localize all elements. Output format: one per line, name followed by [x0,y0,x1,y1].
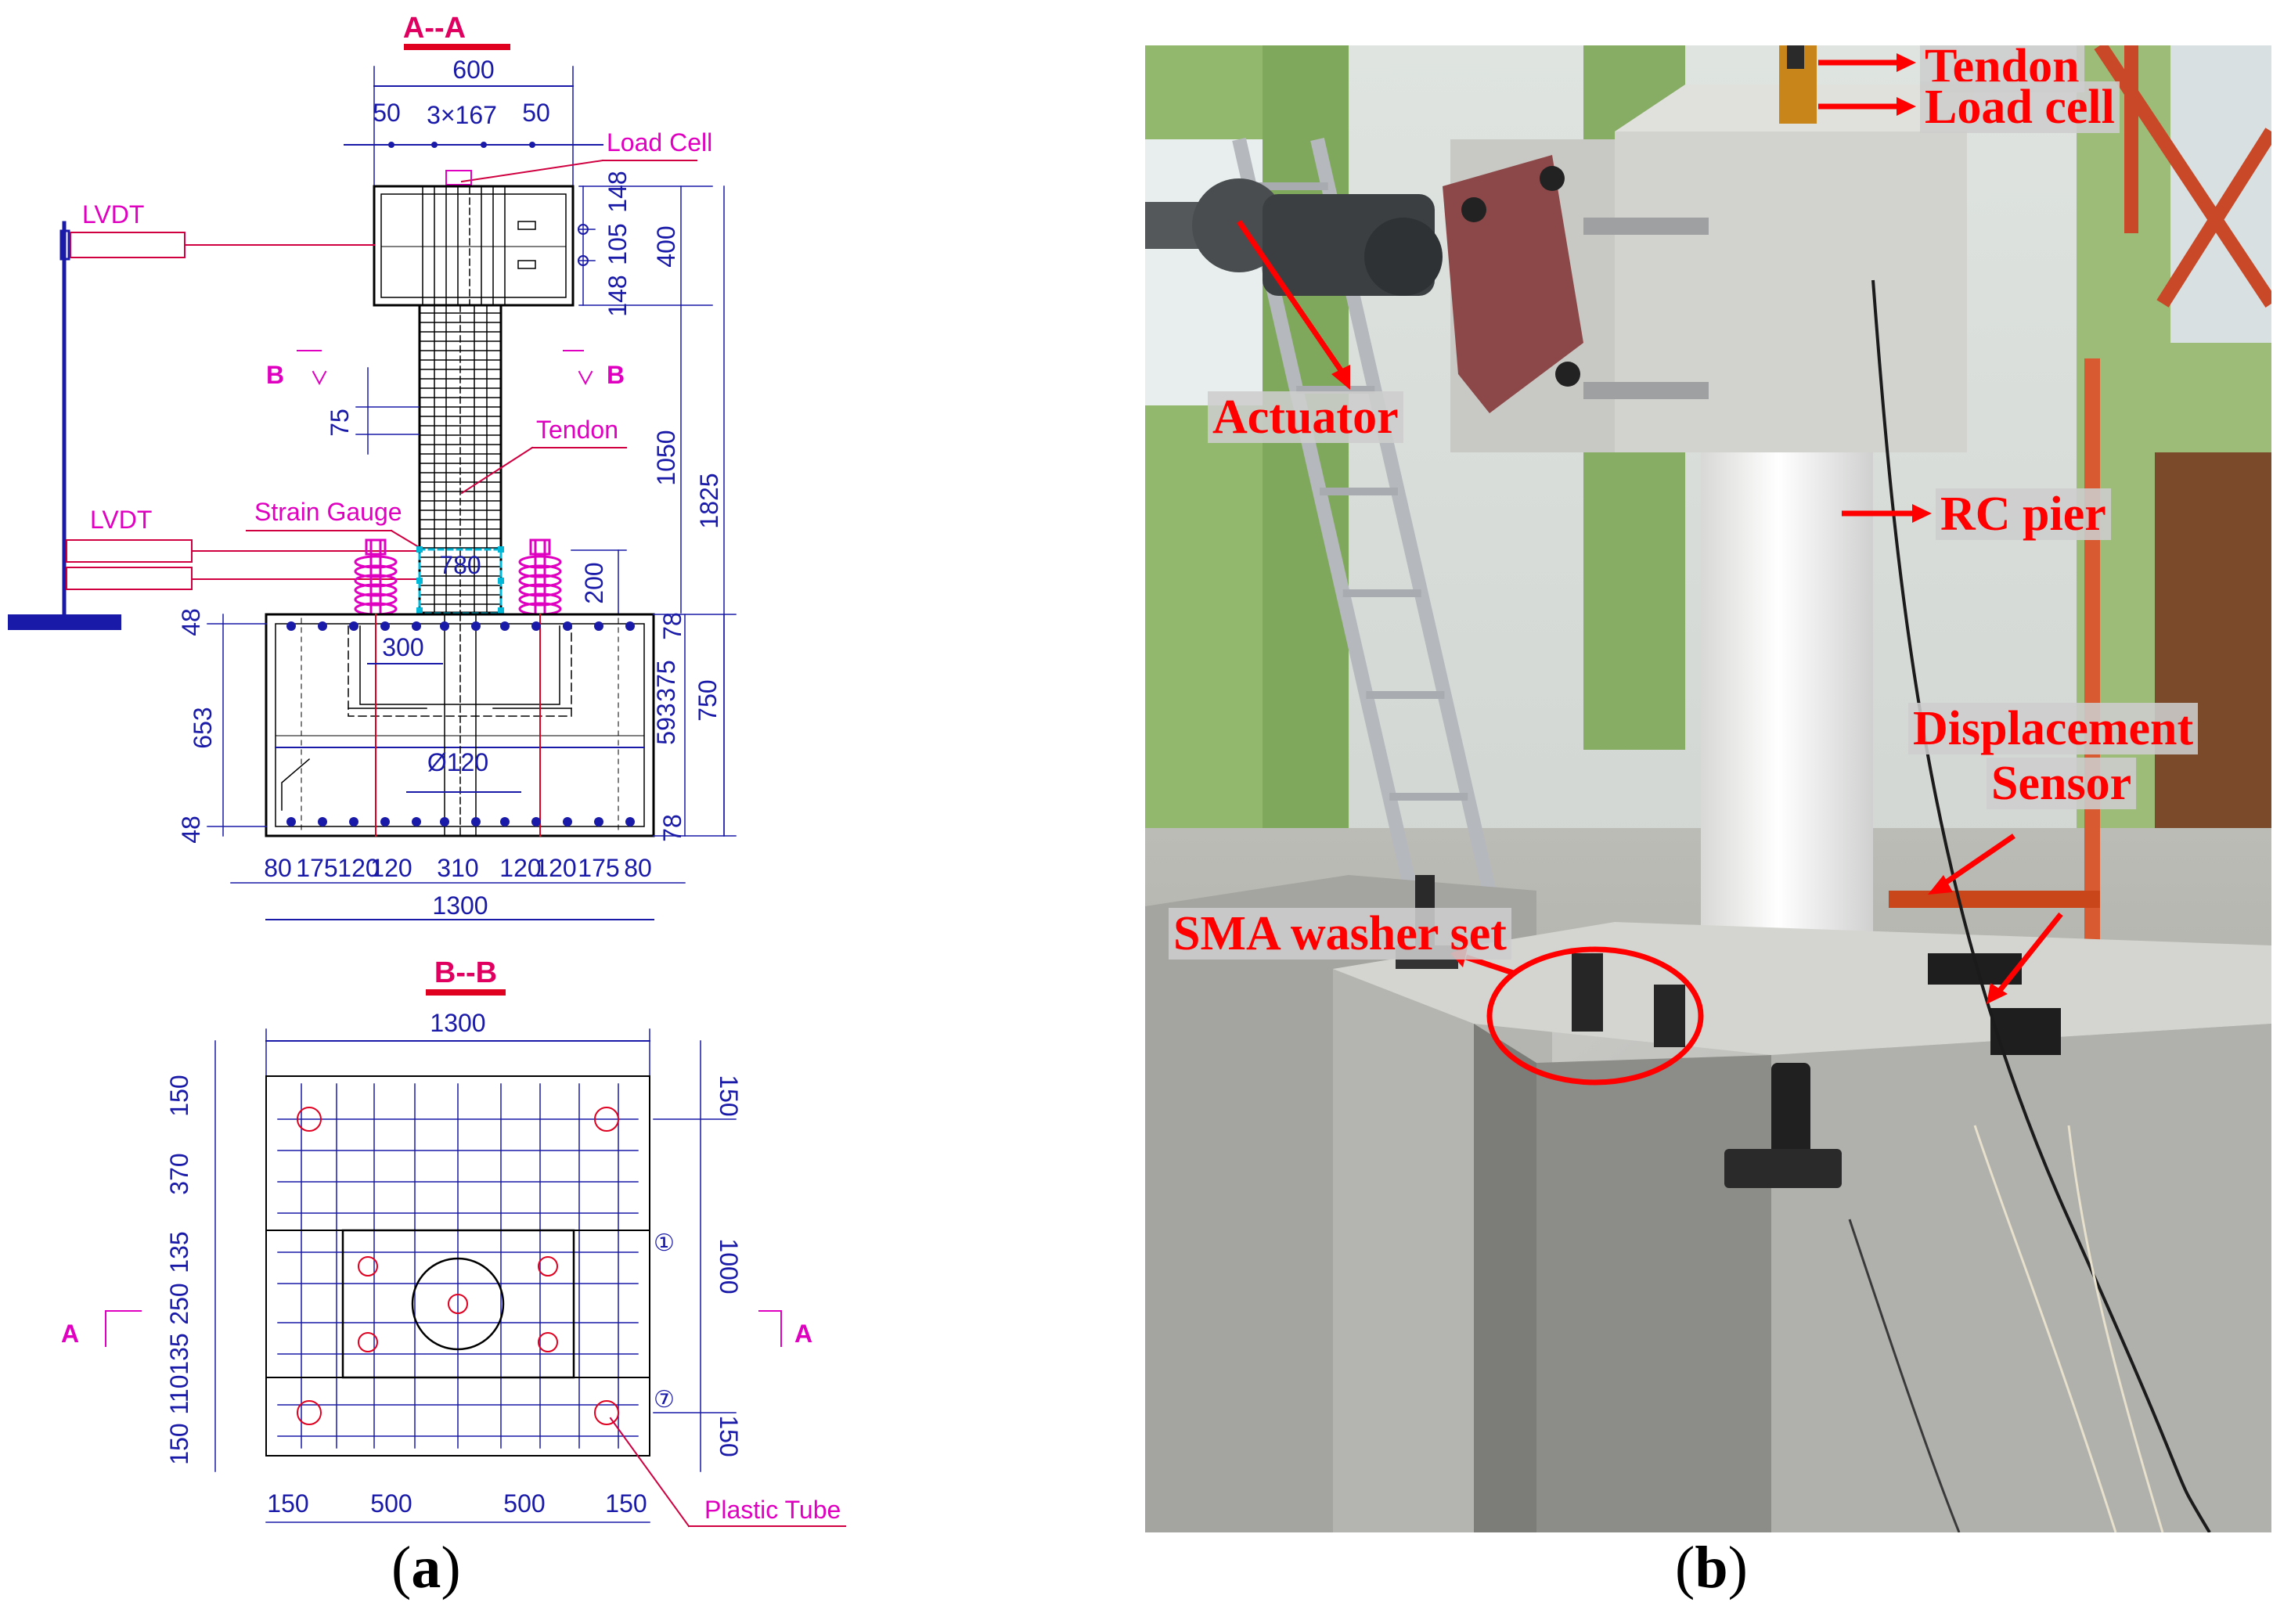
sma-washer-right [518,538,562,616]
dim-48-top: 48 [177,608,205,636]
caption-b: (b) [1675,1535,1748,1601]
dim-bottom-3: 120 [370,854,412,882]
dim-bb-right-1000: 1000 [715,1238,743,1294]
dim-cap-105: 105 [603,223,632,265]
dim-780: 780 [439,551,481,579]
dim-top-3x167: 3×167 [427,101,497,129]
dim-375: 375 [652,660,680,701]
dim-bb-left-4: 135 [165,1333,193,1374]
label-lvdt-bottom: LVDT [90,506,152,534]
dim-48-bottom: 48 [177,816,205,844]
dim-top-50-right: 50 [522,99,550,127]
label-strain-gauge: Strain Gauge [254,498,402,526]
dim-top-50-left: 50 [373,99,401,127]
dim-bb-bottom-1: 500 [370,1489,412,1518]
section-aa-title: A--A [403,12,466,45]
photo-label-load-cell: Load cell [1920,81,2120,133]
section-a-left: A [61,1320,79,1348]
plan-outline [265,1075,650,1457]
section-a-right: A [794,1320,812,1348]
dim-top-600: 600 [452,56,494,84]
section-b-right: B [607,361,625,389]
dim-bottom-2: 120 [337,854,379,882]
dim-bb-left-2: 135 [165,1231,193,1273]
dim-bb-bottom-0: 150 [267,1489,308,1518]
dim-bb-1300: 1300 [430,1009,485,1037]
photo-label-displacement: Displacement [1908,703,2199,754]
dim-78-top: 78 [658,612,686,640]
dim-bb-bottom-3: 150 [605,1489,647,1518]
dim-bottom-7: 175 [578,854,619,882]
dim-200: 200 [580,562,608,603]
dim-bb-left-3: 250 [165,1283,193,1324]
dim-bottom-0: 80 [264,854,292,882]
pier-cap [373,185,575,307]
label-plastic-tube: Plastic Tube [704,1496,841,1524]
dim-cap-400: 400 [652,225,680,267]
dim-78-bottom: 78 [658,814,686,842]
dim-diameter-120: Ø120 [427,748,488,776]
section-bb-title: B--B [434,956,497,989]
section-b-left: B [266,361,284,389]
dim-total-1825: 1825 [695,473,723,528]
dim-cap-148-top: 148 [603,171,632,212]
marker-7: ⑦ [654,1387,675,1413]
dim-653: 653 [189,707,217,748]
drawing-panel-a: A--A 600 50 3×167 50 Load Cell [8,12,846,1528]
dim-bb-left-6: 150 [165,1423,193,1464]
dim-593: 593 [652,703,680,744]
dim-bottom-5: 120 [499,854,541,882]
label-lvdt-top: LVDT [82,200,144,229]
dim-pier-1050: 1050 [652,430,680,485]
dim-bottom-1: 175 [296,854,337,882]
sma-washer-left [354,538,398,616]
photo-label-actuator: Actuator [1208,391,1403,443]
photo-label-sma-washer: SMA washer set [1169,908,1511,960]
dim-bottom-4: 310 [437,854,478,882]
marker-1: ① [654,1230,675,1256]
photo-panel-b: Tendon Load cell Actuator RC pier Displa… [1145,45,2271,1532]
label-tendon: Tendon [536,416,618,444]
dim-75: 75 [326,409,354,437]
dim-bb-left-1: 370 [165,1153,193,1194]
photo-label-sensor: Sensor [1987,758,2137,809]
caption-a: (a) [391,1535,461,1601]
dim-bb-right-150-top: 150 [715,1075,743,1116]
dim-footing-1300: 1300 [432,891,488,920]
dim-bb-left-0: 150 [165,1075,193,1116]
label-load-cell: Load Cell [607,128,712,157]
dim-bottom-6: 120 [535,854,576,882]
dim-bb-right-150-bottom: 150 [715,1415,743,1457]
dim-750: 750 [693,679,722,721]
dim-cap-148-bottom: 148 [603,275,632,316]
photo-label-rc-pier: RC pier [1936,488,2111,540]
dim-bottom-8: 80 [624,854,652,882]
dim-bb-bottom-2: 500 [503,1489,545,1518]
dim-300: 300 [382,633,423,661]
dim-bb-left-5: 110 [165,1374,193,1414]
